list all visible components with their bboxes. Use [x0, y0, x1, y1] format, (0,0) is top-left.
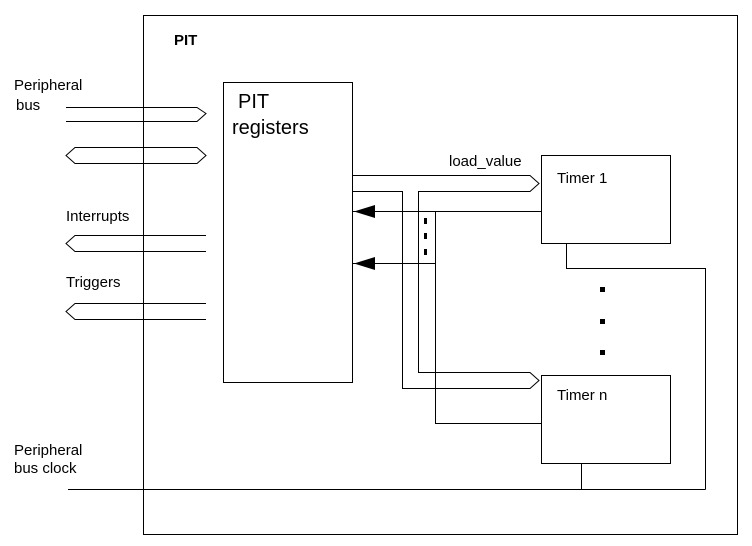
timer-chain-line [566, 243, 706, 490]
bus-dot [424, 233, 427, 239]
timern-feedback-line [435, 263, 541, 424]
timer-n-label: Timer n [557, 387, 608, 404]
timer-ellipsis-dot [600, 350, 605, 355]
triggers-label: Triggers [66, 274, 121, 291]
interrupts-arrow [65, 235, 206, 252]
timer-n-box [541, 375, 671, 464]
registers-box [223, 82, 353, 383]
registers-label-line1: PIT [238, 91, 270, 113]
pit-outer-box [143, 15, 738, 535]
timer1-return-arrowhead [354, 205, 375, 218]
triggers-arrow [65, 303, 206, 320]
timern-return-line [352, 211, 436, 264]
peripheral-bus-label-line2: bus [16, 97, 41, 114]
timer-ellipsis-dot [600, 319, 605, 324]
timer-ellipsis-dot [600, 287, 605, 292]
load-value-label: load_value [449, 153, 522, 170]
bus-clock-label-line2: bus clock [14, 460, 77, 477]
bus-dot [424, 249, 427, 255]
bus-dot [424, 218, 427, 224]
registers-label-line2: registers [232, 117, 309, 139]
peripheral-bus-arrow-bidir [65, 147, 207, 164]
timer-1-label: Timer 1 [557, 170, 608, 187]
interrupts-label: Interrupts [66, 208, 130, 225]
load-value-bus-timer1 [352, 175, 540, 389]
peripheral-bus-arrow-in [66, 107, 207, 122]
timer-1-box [541, 155, 671, 244]
bus-clock-label-line1: Peripheral [14, 442, 83, 459]
pit-block-title: PIT [174, 32, 198, 49]
timern-return-arrowhead [354, 257, 375, 270]
peripheral-bus-label-line1: Peripheral [14, 77, 83, 94]
